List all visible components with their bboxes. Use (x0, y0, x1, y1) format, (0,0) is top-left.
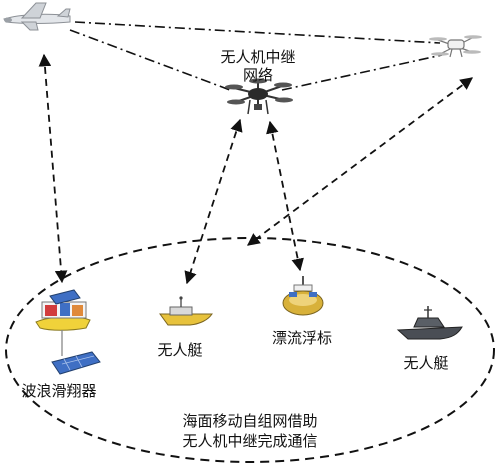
relay-network-label-line2: 网络 (242, 66, 273, 84)
buoy-label: 漂流浮标 (271, 329, 332, 347)
relay-network-label-line1: 无人机中继 (220, 48, 296, 66)
drifting-buoy-icon (282, 276, 324, 316)
arrow-uav-to-glider (38, 53, 68, 284)
arrow-relay-to-buoy (266, 120, 304, 272)
wave-glider-label: 波浪滑翔器 (21, 382, 97, 400)
unmanned-boat-icon (159, 296, 213, 326)
arrow-quadcopter-to-sea (246, 77, 474, 246)
link-uav-to-quadcopter (74, 21, 441, 44)
patrol-boat-icon (396, 306, 463, 340)
usv-right-label: 无人艇 (403, 354, 449, 372)
caption-line1: 海面移动自组网借助 (182, 412, 318, 430)
usv-left-label: 无人艇 (157, 341, 203, 359)
arrow-relay-to-usv (184, 118, 243, 285)
quadcopter-icon (429, 35, 482, 58)
fixed-wing-uav-icon (3, 2, 71, 31)
relay-hexacopter-icon (225, 78, 293, 115)
wave-glider-icon (35, 289, 101, 375)
sea-network-ellipse (5, 237, 495, 463)
caption-line2: 无人机中继完成通信 (182, 432, 318, 450)
link-uav-to-relay (69, 29, 231, 91)
